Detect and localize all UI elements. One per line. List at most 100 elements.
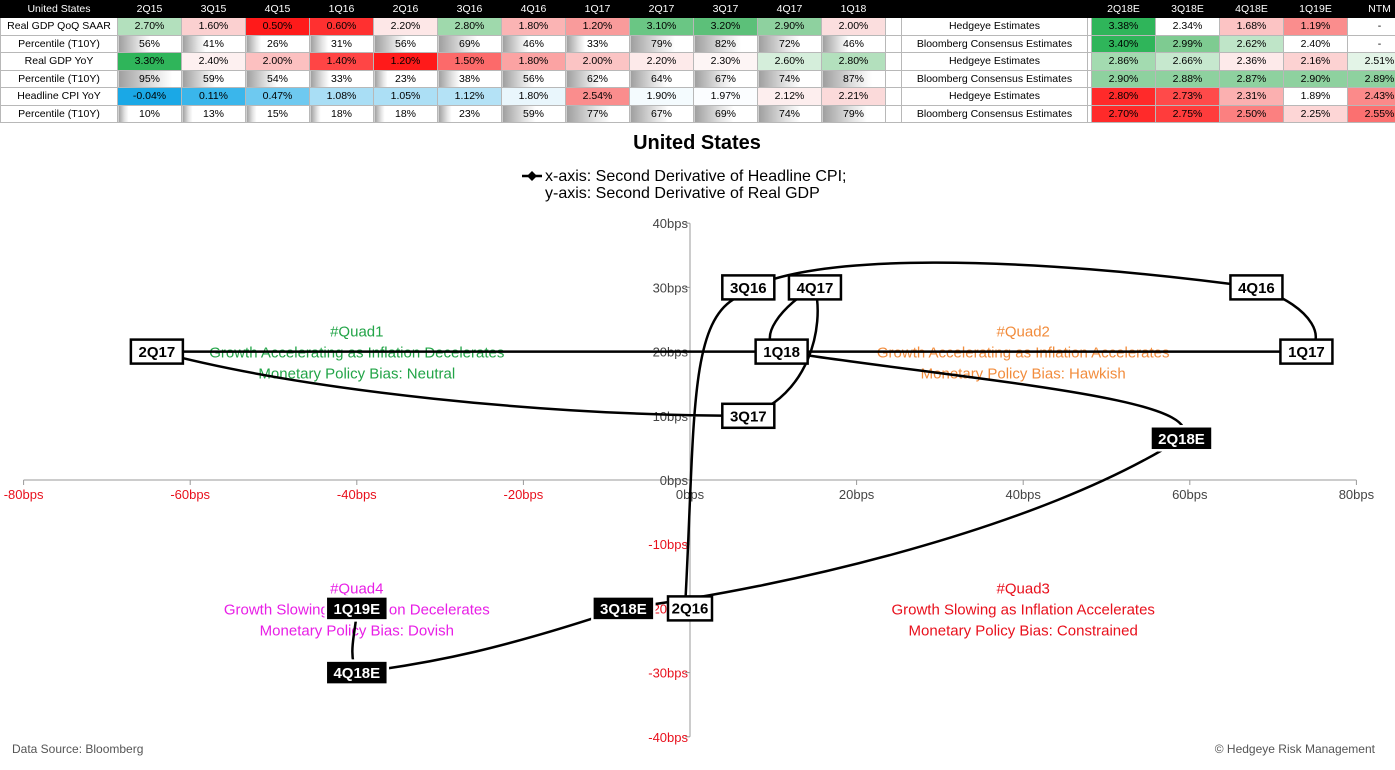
point-label: 3Q16	[730, 280, 767, 297]
x-tick-label: 80bps	[1339, 487, 1375, 502]
percentile-cell: 79%	[629, 34, 694, 53]
estimate-cell: 2.80%	[1091, 87, 1156, 106]
quadrant-policy-bias: Monetary Policy Bias: Neutral	[258, 366, 455, 383]
data-source: Data Source: Bloomberg	[12, 742, 144, 756]
percentile-cell: 56%	[373, 34, 438, 53]
quadrant-title: #Quad3	[997, 580, 1050, 597]
estimate-cell: 3.38%	[1091, 17, 1156, 36]
percentile-cell: 18%	[309, 104, 374, 123]
point-label: 4Q17	[797, 280, 834, 297]
estimate-cell: 1.19%	[1283, 17, 1348, 36]
value-cell: 2.60%	[757, 52, 822, 71]
source-label: Bloomberg Consensus Estimates	[901, 104, 1088, 123]
value-cell: 2.80%	[821, 52, 886, 71]
header-2Q16: 2Q16	[373, 0, 438, 18]
point-label: 3Q18E	[600, 601, 647, 618]
spacer	[885, 17, 902, 36]
estimate-cell: 2.34%	[1155, 17, 1220, 36]
point-1Q19E: 1Q19E	[324, 595, 390, 622]
x-tick-label: -80bps	[4, 487, 44, 502]
row-label: Real GDP YoY	[0, 52, 118, 71]
estimate-cell: 2.36%	[1219, 52, 1284, 71]
value-cell: 1.08%	[309, 87, 374, 106]
row-label: Percentile (T10Y)	[0, 104, 118, 123]
value-cell: 1.60%	[181, 17, 246, 36]
value-cell: 0.47%	[245, 87, 310, 106]
percentile-cell: 26%	[245, 34, 310, 53]
value-cell: 1.12%	[437, 87, 502, 106]
y-tick-label: -10bps	[648, 537, 688, 552]
header-4Q18E: 4Q18E	[1219, 0, 1284, 18]
point-box	[666, 595, 714, 622]
estimate-cell: 2.66%	[1155, 52, 1220, 71]
point-box	[721, 274, 776, 301]
estimate-cell: 2.25%	[1283, 104, 1348, 123]
percentile-cell: 18%	[373, 104, 438, 123]
percentile-cell: 74%	[757, 69, 822, 88]
point-4Q16: 4Q16	[1229, 274, 1284, 301]
point-1Q17: 1Q17	[1279, 338, 1334, 365]
x-tick-label: -40bps	[337, 487, 377, 502]
table-row: Headline CPI YoY-0.04%0.11%0.47%1.08%1.0…	[0, 87, 1395, 106]
percentile-cell: 41%	[181, 34, 246, 53]
point-box	[1279, 338, 1334, 365]
estimate-cell: 2.89%	[1347, 69, 1395, 88]
y-tick-label: -30bps	[648, 666, 688, 681]
value-cell: 1.50%	[437, 52, 502, 71]
point-label: 1Q19E	[333, 601, 380, 618]
header-2Q18E: 2Q18E	[1091, 0, 1156, 18]
header-4Q16: 4Q16	[501, 0, 566, 18]
spacer	[885, 87, 902, 106]
y-tick-label: -40bps	[648, 730, 688, 745]
spacer	[885, 104, 902, 123]
value-cell: 0.50%	[245, 17, 310, 36]
source-label: Hedgeye Estimates	[901, 87, 1088, 106]
percentile-cell: 54%	[245, 69, 310, 88]
y-tick-label: 40bps	[653, 216, 689, 231]
value-cell: 1.20%	[565, 17, 630, 36]
x-tick-label: -20bps	[504, 487, 544, 502]
value-cell: 0.60%	[309, 17, 374, 36]
header-2Q17: 2Q17	[629, 0, 694, 18]
header-1Q16: 1Q16	[309, 0, 374, 18]
point-label: 1Q18	[763, 344, 800, 361]
point-box	[324, 595, 390, 622]
value-cell: 1.97%	[693, 87, 758, 106]
source-label: Bloomberg Consensus Estimates	[901, 34, 1088, 53]
header-NTM: NTM	[1347, 0, 1395, 18]
percentile-cell: 67%	[629, 104, 694, 123]
point-2Q16: 2Q16	[666, 595, 714, 622]
point-label: 1Q17	[1288, 344, 1325, 361]
spacer	[885, 0, 902, 18]
point-label: 2Q17	[139, 344, 176, 361]
y-tick-label: 10bps	[653, 409, 689, 424]
point-box	[129, 338, 185, 365]
value-cell: 3.30%	[117, 52, 182, 71]
estimate-cell: 2.43%	[1347, 87, 1395, 106]
value-cell: 3.10%	[629, 17, 694, 36]
estimate-cell: 2.90%	[1091, 69, 1156, 88]
spacer	[885, 69, 902, 88]
value-cell: 1.80%	[501, 87, 566, 106]
value-cell: 1.05%	[373, 87, 438, 106]
point-3Q18E: 3Q18E	[591, 595, 656, 622]
percentile-cell: 77%	[565, 104, 630, 123]
quadrant-description: Growth Accelerating as Inflation Deceler…	[209, 345, 504, 362]
point-label: 2Q18E	[1158, 431, 1205, 448]
row-label: Headline CPI YoY	[0, 87, 118, 106]
percentile-cell: 82%	[693, 34, 758, 53]
percentile-cell: 10%	[117, 104, 182, 123]
value-cell: 2.00%	[821, 17, 886, 36]
value-cell: 2.00%	[245, 52, 310, 71]
percentile-cell: 23%	[437, 104, 502, 123]
estimate-cell: 2.40%	[1283, 34, 1348, 53]
header-2Q15: 2Q15	[117, 0, 182, 18]
x-tick-label: 20bps	[839, 487, 875, 502]
value-cell: 3.20%	[693, 17, 758, 36]
percentile-cell: 23%	[373, 69, 438, 88]
estimate-cell: 2.88%	[1155, 69, 1220, 88]
header-1Q17: 1Q17	[565, 0, 630, 18]
point-3Q16: 3Q16	[721, 274, 776, 301]
copyright: © Hedgeye Risk Management	[1214, 742, 1375, 756]
